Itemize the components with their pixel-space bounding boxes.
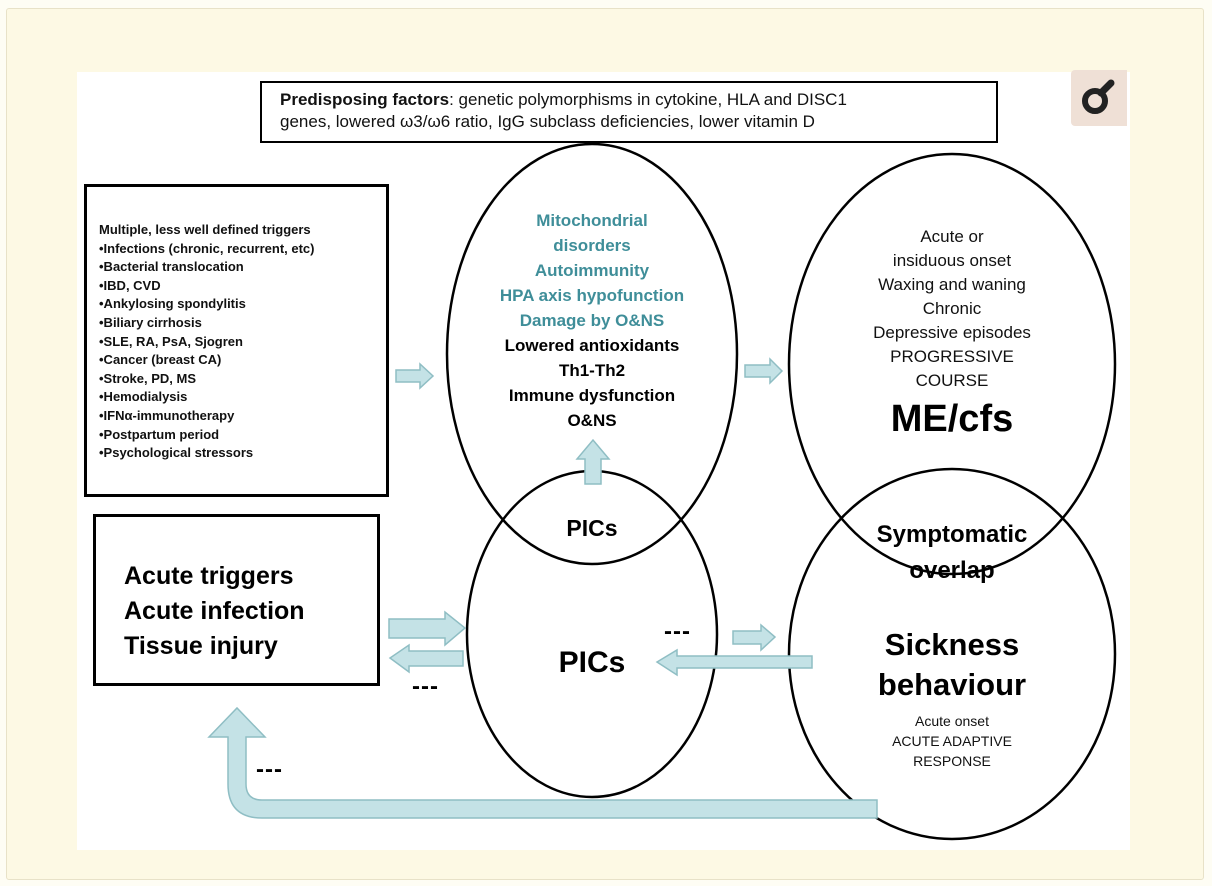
mecfs-line: Depressive episodes xyxy=(873,323,1031,342)
mecfs-title: ME/cfs xyxy=(890,398,1014,440)
trigger-item: •Ankylosing spondylitis xyxy=(99,296,246,312)
magnifier-icon xyxy=(1082,79,1115,114)
overlap-line: Symptomatic xyxy=(876,521,1028,548)
sickness-title-line: behaviour xyxy=(877,667,1027,702)
trigger-item: •IFNα-immunotherapy xyxy=(99,407,235,423)
dash-marker: --- xyxy=(256,756,283,783)
mechanism-teal-line: Mitochondrial xyxy=(536,211,648,230)
trigger-item: •IBD, CVD xyxy=(99,277,161,293)
pics-overlap-label: PICs xyxy=(566,515,618,541)
sickness-title-line: Sickness xyxy=(884,627,1020,662)
magnifier-button[interactable] xyxy=(1071,70,1127,126)
arrow-pics-to-sickness xyxy=(732,623,777,652)
sickness-title: Sickness behaviour xyxy=(842,625,1062,705)
arrow-acute-to-pics xyxy=(388,610,467,647)
acute-line: Tissue injury xyxy=(124,632,278,660)
acute-line: Acute triggers xyxy=(124,562,294,590)
mecfs-line: insiduous onset xyxy=(892,251,1012,270)
predisposing-factors-box: Predisposing factors: genetic polymorphi… xyxy=(260,81,998,143)
mechanism-teal-line: HPA axis hypofunction xyxy=(499,286,685,305)
sickness-line: ACUTE ADAPTIVE xyxy=(892,733,1012,749)
mechanism-black-line: O&NS xyxy=(567,411,617,430)
mecfs-line: Chronic xyxy=(922,299,982,318)
mechanism-teal-line: disorders xyxy=(553,236,631,255)
sickness-line: RESPONSE xyxy=(913,753,991,769)
trigger-item: •SLE, RA, PsA, Sjogren xyxy=(99,333,243,349)
dash-marker: --- xyxy=(664,618,691,645)
mechanism-black-line: Immune dysfunction xyxy=(508,386,676,405)
arrow-sickness-to-pics xyxy=(655,648,813,677)
trigger-item: •Stroke, PD, MS xyxy=(99,370,197,386)
ellipse-mecfs xyxy=(787,152,1117,576)
triggers-title: Multiple, less well defined triggers xyxy=(99,222,311,237)
mecfs-line: PROGRESSIVE xyxy=(890,347,1014,366)
trigger-item: •Infections (chronic, recurrent, etc) xyxy=(99,240,315,256)
arrow-pics-up xyxy=(575,438,611,485)
predisposing-line1: : genetic polymorphisms in cytokine, HLA… xyxy=(449,90,847,109)
mecfs-text: Acute or insiduous onset Waxing and wani… xyxy=(842,225,1062,393)
dash-marker: --- xyxy=(412,673,439,700)
arrow-return-to-acute xyxy=(207,706,878,819)
trigger-item: •Cancer (breast CA) xyxy=(99,352,222,368)
sickness-line: Acute onset xyxy=(915,713,989,729)
symptomatic-overlap-label: Symptomatic overlap xyxy=(842,517,1062,589)
acute-triggers-box: Acute triggers Acute infection Tissue in… xyxy=(93,514,380,686)
mechanism-teal-line: Autoimmunity xyxy=(534,261,650,280)
arrow-center-to-mecfs xyxy=(744,357,784,385)
ellipse-sickness xyxy=(787,467,1117,841)
trigger-item: •Hemodialysis xyxy=(99,389,188,405)
predisposing-line2: genes, lowered ω3/ω6 ratio, IgG subclass… xyxy=(280,112,815,131)
mecfs-line: Waxing and waning xyxy=(878,275,1026,294)
arrow-triggers-to-center xyxy=(395,362,435,390)
ellipse-mechanisms xyxy=(445,142,739,566)
trigger-item: •Psychological stressors xyxy=(99,445,254,461)
mechanism-black-line: Th1-Th2 xyxy=(558,361,626,380)
acute-line: Acute infection xyxy=(124,597,305,625)
mechanisms-text: Mitochondrial disorders Autoimmunity HPA… xyxy=(462,208,722,433)
trigger-item: •Postpartum period xyxy=(99,426,220,442)
pics-label: PICs xyxy=(558,646,626,679)
arrow-pics-to-acute xyxy=(388,643,464,674)
overlap-line: overlap xyxy=(909,557,995,584)
sickness-text: Acute onset ACUTE ADAPTIVE RESPONSE xyxy=(852,711,1052,771)
predisposing-label: Predisposing factors xyxy=(280,90,450,109)
trigger-item: •Biliary cirrhosis xyxy=(99,314,202,330)
mecfs-line: Acute or xyxy=(920,227,984,246)
mechanism-teal-line: Damage by O&NS xyxy=(519,311,665,330)
mecfs-line: COURSE xyxy=(915,371,989,390)
mechanism-black-line: Lowered antioxidants xyxy=(504,336,680,355)
triggers-box: Multiple, less well defined triggers •In… xyxy=(84,184,389,497)
trigger-item: •Bacterial translocation xyxy=(99,259,244,275)
